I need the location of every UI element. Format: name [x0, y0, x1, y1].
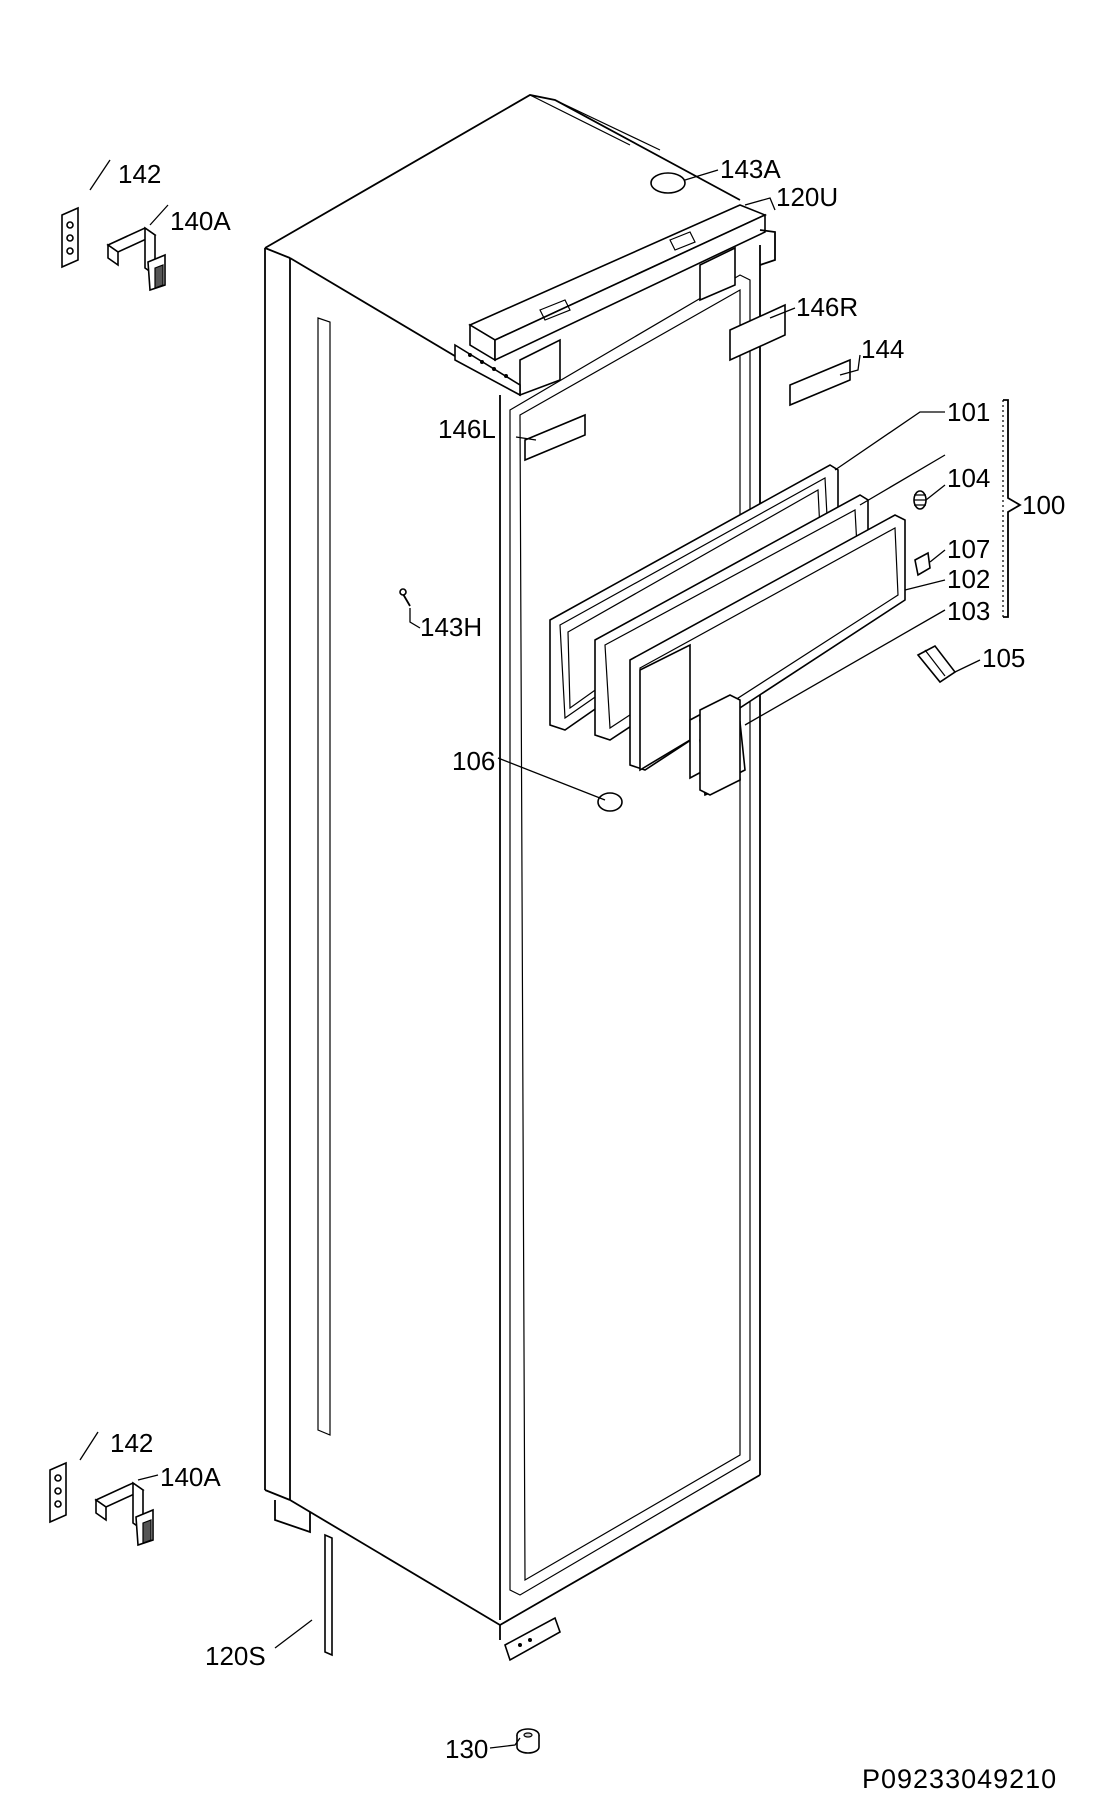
label-140A-top: 140A	[170, 206, 231, 236]
label-142-top: 142	[118, 159, 161, 189]
label-130: 130	[445, 1734, 488, 1764]
document-id: P09233049210	[862, 1764, 1057, 1794]
label-102: 102	[947, 564, 990, 594]
label-142-bottom: 142	[110, 1428, 153, 1458]
label-146R: 146R	[796, 292, 858, 322]
cap-106	[597, 792, 623, 812]
callout-labels: 142 140A 143A 120U 146R 144 146L 101 104…	[110, 154, 1065, 1794]
label-104: 104	[947, 463, 990, 493]
label-146L: 146L	[438, 414, 496, 444]
label-140A-bottom: 140A	[160, 1462, 221, 1492]
label-143A: 143A	[720, 154, 781, 184]
upper-rail-120U	[454, 204, 776, 397]
label-106: 106	[452, 746, 495, 776]
label-101: 101	[947, 397, 990, 427]
label-100: 100	[1022, 490, 1065, 520]
foot-130	[516, 1728, 540, 1754]
label-105: 105	[982, 643, 1025, 673]
hinge-140A-bottom	[94, 1481, 154, 1547]
cabinet-body	[264, 94, 761, 1662]
panel-144	[789, 358, 851, 407]
strip-146R	[729, 303, 786, 362]
screw-143H	[399, 588, 411, 607]
strip-120S	[324, 1533, 333, 1657]
clip-107	[914, 551, 931, 577]
cap-143A	[650, 172, 686, 194]
label-107: 107	[947, 534, 990, 564]
hinge-plate-142-bottom	[49, 1461, 67, 1524]
label-120S: 120S	[205, 1641, 266, 1671]
label-143H: 143H	[420, 612, 482, 642]
leader-lines	[79, 159, 981, 1749]
strip-146L	[524, 413, 586, 462]
label-144: 144	[861, 334, 904, 364]
hinge-140A-top	[106, 226, 166, 292]
label-103: 103	[947, 596, 990, 626]
hinge-plate-142-top	[61, 206, 79, 269]
screw-104	[913, 490, 927, 510]
group-bracket-100	[1002, 399, 1022, 618]
pin-105	[916, 644, 957, 684]
label-120U: 120U	[776, 182, 838, 212]
door-assembly-100	[549, 464, 906, 797]
